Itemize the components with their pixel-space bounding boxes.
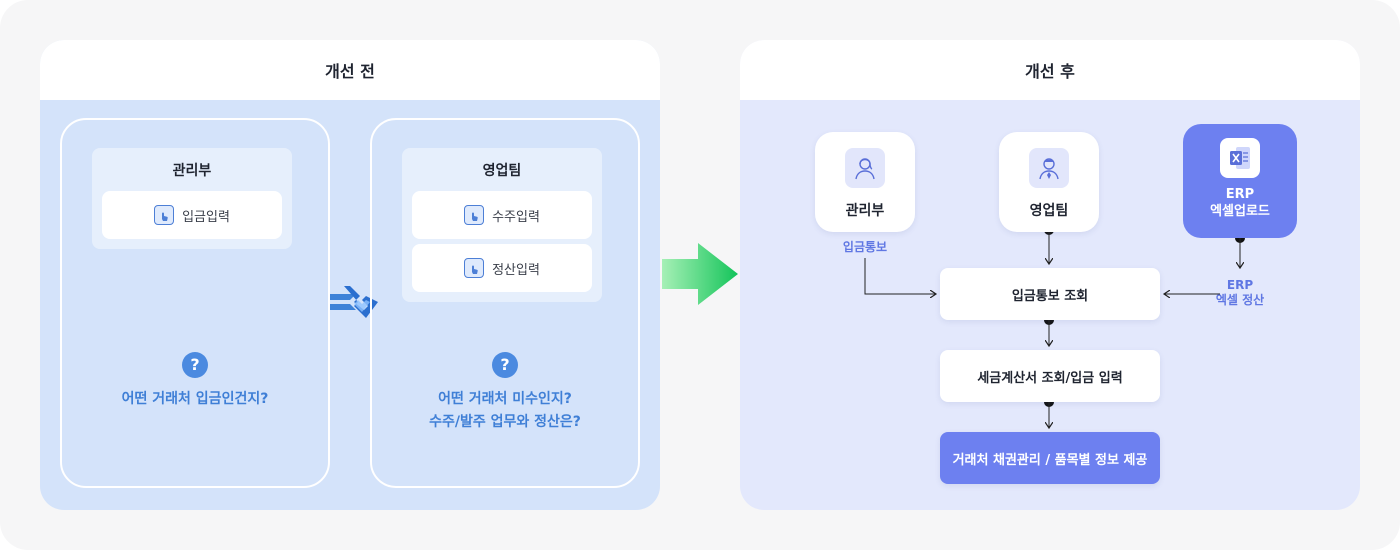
- task-label: 입금입력: [182, 209, 230, 225]
- task-label: 수주입력: [492, 209, 540, 225]
- flow-step-invoice-entry: 세금계산서 조회/입금 입력: [940, 350, 1160, 402]
- team-title: 영업팀: [482, 163, 522, 179]
- role-node-admin: 관리부: [815, 132, 915, 232]
- female-user-icon: [845, 148, 885, 188]
- after-panel-title: 개선 후: [740, 40, 1360, 100]
- role-label: 영업팀: [1029, 203, 1069, 219]
- team-title: 관리부: [172, 163, 212, 179]
- team-box-admin: 관리부 입금입력: [92, 148, 292, 249]
- question-line: 어떤 거래처 입금인건지?: [121, 391, 269, 407]
- question-line: 어떤 거래처 미수인지?: [438, 391, 572, 407]
- erp-flow-label: ERP 엑셀 정산: [1205, 278, 1275, 308]
- erp-upload-node: ERP 엑셀업로드: [1183, 124, 1297, 238]
- role-node-sales: 영업팀: [999, 132, 1099, 232]
- erp-label-line: ERP: [1225, 187, 1255, 202]
- task-label: 정산입력: [492, 262, 540, 278]
- question-line: 수주/발주 업무와 정산은?: [429, 414, 581, 430]
- role-label: 관리부: [845, 203, 885, 219]
- question-mark-icon: ?: [182, 352, 208, 378]
- question-mark-icon: ?: [492, 352, 518, 378]
- task-order-entry: 수주입력: [412, 191, 592, 239]
- admin-flow-label: 입금통보: [842, 240, 888, 254]
- touch-screen-icon: [464, 258, 485, 278]
- excel-file-icon: [1220, 138, 1260, 178]
- flow-step-deposit-inquiry: 입금통보 조회: [940, 268, 1160, 320]
- after-panel: 개선 후: [740, 40, 1360, 510]
- task-settlement-entry: 정산입력: [412, 244, 592, 292]
- before-column-admin: 관리부 입금입력 ? 어떤 거래처 입금인건지?: [60, 118, 330, 488]
- before-panel: 개선 전 관리부 입금입력 ? 어떤 거래처 입금인건지?: [40, 40, 660, 510]
- disconnected-link-icon: [330, 286, 378, 318]
- question-block-admin: ? 어떤 거래처 입금인건지?: [62, 352, 328, 411]
- flow-step-receivables-management: 거래처 채권관리 / 품목별 정보 제공: [940, 432, 1160, 484]
- before-panel-title: 개선 전: [40, 40, 660, 100]
- erp-label: ERP 엑셀업로드: [1210, 186, 1270, 220]
- male-user-icon: [1029, 148, 1069, 188]
- erp-flow-label-line: ERP: [1226, 278, 1254, 292]
- erp-flow-label-line: 엑셀 정산: [1215, 293, 1265, 307]
- right-arrow-icon: [662, 243, 738, 305]
- before-column-sales: 영업팀 수주입력 정산입력 ? 어떤 거래처 미수인지? 수주/발주 업: [370, 118, 640, 488]
- team-box-sales: 영업팀 수주입력 정산입력: [402, 148, 602, 302]
- erp-label-line: 엑셀업로드: [1210, 204, 1270, 219]
- touch-screen-icon: [154, 205, 175, 225]
- touch-screen-icon: [464, 205, 485, 225]
- question-block-sales: ? 어떤 거래처 미수인지? 수주/발주 업무와 정산은?: [372, 352, 638, 434]
- task-deposit-entry: 입금입력: [102, 191, 282, 239]
